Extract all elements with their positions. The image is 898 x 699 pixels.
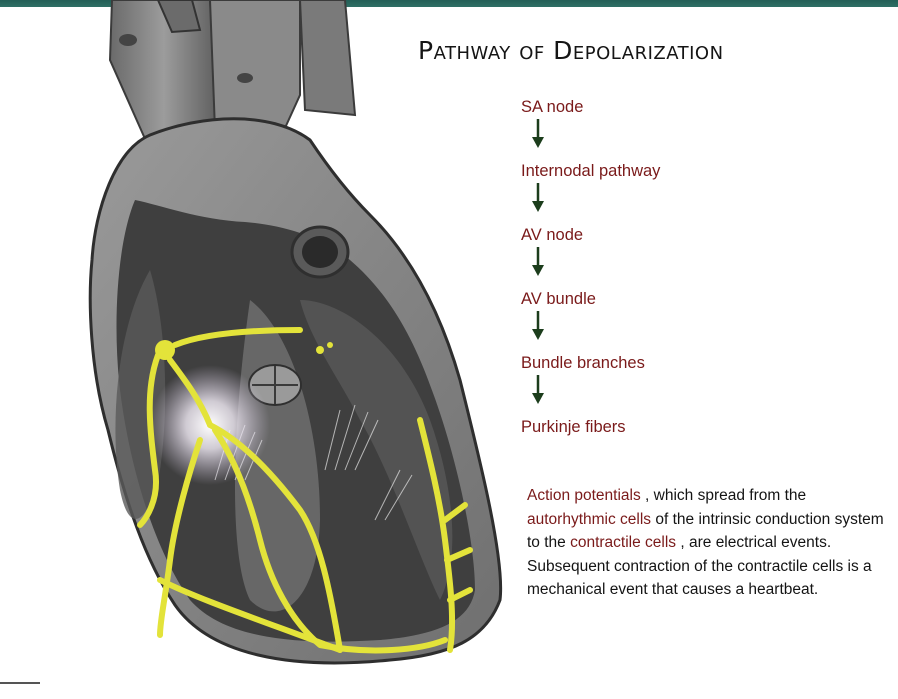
- pathway-steps: SA node Internodal pathway AV node AV bu…: [521, 96, 781, 480]
- step-label: Bundle branches: [521, 352, 781, 374]
- pathway-step-internodal: Internodal pathway: [521, 160, 781, 224]
- step-label: Purkinje fibers: [521, 416, 781, 438]
- description-paragraph: Action potentials , which spread from th…: [527, 484, 887, 602]
- description-text: , which spread from the: [641, 487, 806, 504]
- step-label: Internodal pathway: [521, 160, 781, 182]
- step-label: SA node: [521, 96, 781, 118]
- down-arrow-icon: [530, 247, 546, 277]
- term-contractile-cells: contractile cells: [570, 534, 676, 551]
- pathway-step-av-node: AV node: [521, 224, 781, 288]
- footer-rule: [0, 682, 40, 684]
- down-arrow-icon: [530, 375, 546, 405]
- term-action-potentials: Action potentials: [527, 487, 641, 504]
- step-label: AV bundle: [521, 288, 781, 310]
- pathway-step-av-bundle: AV bundle: [521, 288, 781, 352]
- pathway-step-bundle-branches: Bundle branches: [521, 352, 781, 416]
- page-title: Pathway of Depolarization: [418, 36, 724, 65]
- heart-illustration: [0, 0, 560, 699]
- pathway-step-sa-node: SA node: [521, 96, 781, 160]
- step-label: AV node: [521, 224, 781, 246]
- down-arrow-icon: [530, 119, 546, 149]
- pathway-step-purkinje: Purkinje fibers: [521, 416, 781, 480]
- down-arrow-icon: [530, 183, 546, 213]
- term-autorhythmic-cells: autorhythmic cells: [527, 511, 651, 528]
- down-arrow-icon: [530, 311, 546, 341]
